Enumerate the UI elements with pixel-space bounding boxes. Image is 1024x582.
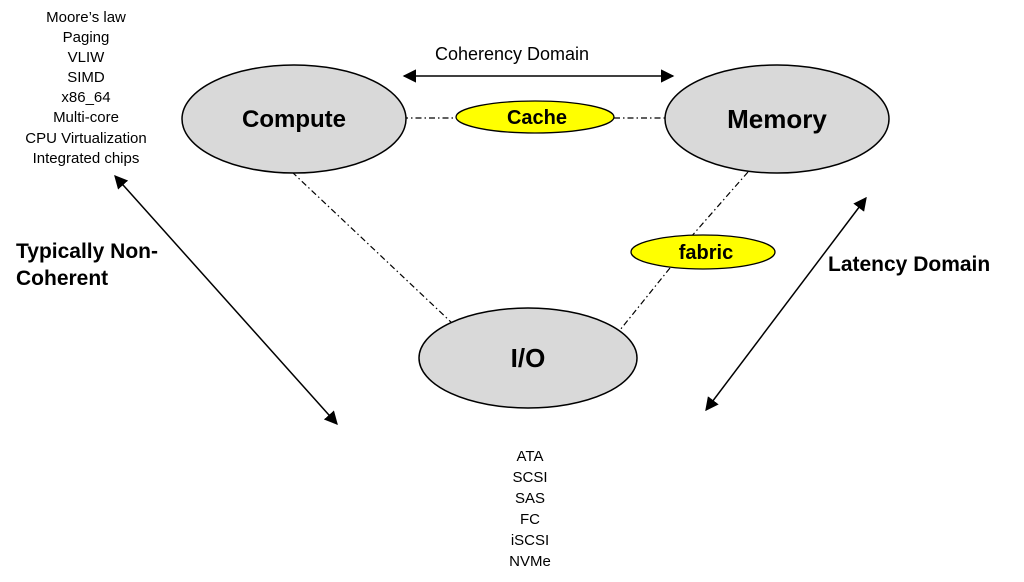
compute-list-item: Moore’s law: [46, 9, 126, 26]
compute-list-item: CPU Virtualization: [25, 130, 146, 147]
compute-list-item: Multi-core: [53, 109, 119, 126]
connector-compute-io: [291, 171, 453, 324]
io-list-item: SAS: [515, 490, 545, 507]
io-ellipse: [418, 307, 638, 409]
io-node: I/O: [418, 307, 638, 409]
connector-memory-fabric: [689, 171, 749, 239]
connector-fabric-io: [619, 267, 671, 331]
memory-node: Memory: [664, 64, 890, 174]
compute-feature-list: Moore’s law Paging VLIW SIMD x86_64 Mult…: [25, 9, 146, 167]
io-list-item: ATA: [517, 448, 544, 465]
coherency-domain-label: Coherency Domain: [435, 44, 589, 64]
io-list-item: NVMe: [509, 553, 551, 570]
cache-label: Cache: [507, 107, 567, 129]
compute-ellipse: [181, 64, 407, 174]
latency-domain-label: Latency Domain: [828, 253, 990, 276]
memory-label: Memory: [727, 104, 827, 134]
compute-list-item: Integrated chips: [33, 150, 140, 167]
fabric-ellipse: [630, 234, 776, 270]
compute-list-item: Paging: [63, 29, 110, 46]
compute-label: Compute: [242, 106, 346, 133]
cache-ellipse: [455, 100, 615, 134]
compute-list-item: SIMD: [67, 69, 105, 86]
io-list-item: SCSI: [512, 469, 547, 486]
io-list-item: iSCSI: [511, 532, 549, 549]
compute-list-item: VLIW: [68, 49, 106, 66]
non-coherent-arrow: [114, 174, 338, 426]
compute-node: Compute: [181, 64, 407, 174]
fabric-label: fabric: [679, 242, 733, 264]
io-list-item: FC: [520, 511, 540, 528]
non-coherent-label-line1: Typically Non-: [16, 240, 158, 263]
fabric-tag: fabric: [630, 234, 776, 270]
io-protocol-list: ATA SCSI SAS FC iSCSI NVMe: [509, 448, 551, 570]
memory-ellipse: [664, 64, 890, 174]
non-coherent-label-line2: Coherent: [16, 267, 108, 290]
cache-tag: Cache: [455, 100, 615, 134]
compute-list-item: x86_64: [61, 89, 110, 106]
io-label: I/O: [511, 343, 546, 373]
latency-domain-arrow: [705, 196, 867, 412]
